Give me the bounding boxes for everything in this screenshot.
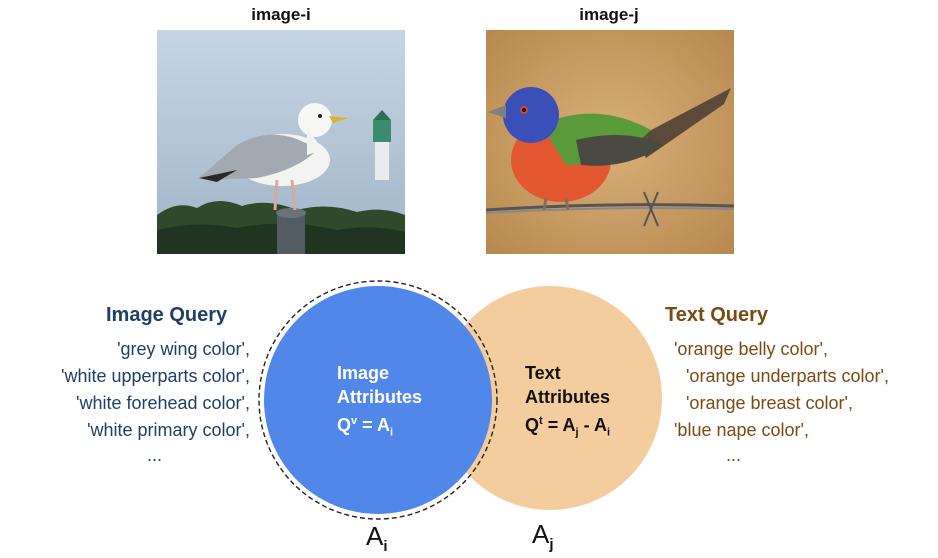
image-attributes-label: Image Attributes Qv = Ai: [337, 361, 422, 445]
image-i-label: image-i: [251, 5, 311, 24]
painted-bunting-photo: [486, 30, 734, 254]
text-query-item: 'orange underparts color',: [686, 366, 889, 386]
image-query-item: 'white primary color',: [87, 420, 250, 440]
text-attributes-formula: Qt = Aj - Ai: [525, 415, 610, 439]
text-query-ellipsis: ...: [726, 445, 742, 465]
text-attributes-line2: Attributes: [525, 387, 610, 407]
text-query-title: Text Query: [665, 304, 768, 326]
image-attributes-line1: Image: [337, 363, 390, 383]
text-query-item: 'orange belly color',: [674, 339, 828, 359]
text-query-item: 'blue nape color',: [674, 420, 809, 440]
text-query-item: 'orange breast color',: [686, 393, 853, 413]
image-j-label: image-j: [579, 5, 639, 24]
image-attributes-formula: Qv = Ai: [337, 415, 394, 439]
image-query-item: 'white forehead color',: [76, 393, 250, 413]
set-label-ai: Ai: [366, 521, 388, 556]
image-query-item: 'grey wing color',: [117, 339, 250, 359]
image-query-item: 'white upperparts color',: [61, 366, 250, 386]
text-attributes-circle: [438, 286, 662, 510]
image-attributes-circle: [264, 286, 492, 514]
image-attributes-line2: Attributes: [337, 387, 422, 407]
image-attributes-dashed-outline: [258, 280, 498, 520]
image-query-title: Image Query: [106, 304, 228, 326]
image-query-ellipsis: ...: [147, 445, 163, 465]
seagull-photo: [157, 30, 405, 254]
text-attributes-line1: Text: [525, 363, 561, 383]
set-label-aj: Aj: [532, 519, 554, 554]
text-attributes-label: Text Attributes Qt = Aj - Ai: [525, 361, 610, 445]
